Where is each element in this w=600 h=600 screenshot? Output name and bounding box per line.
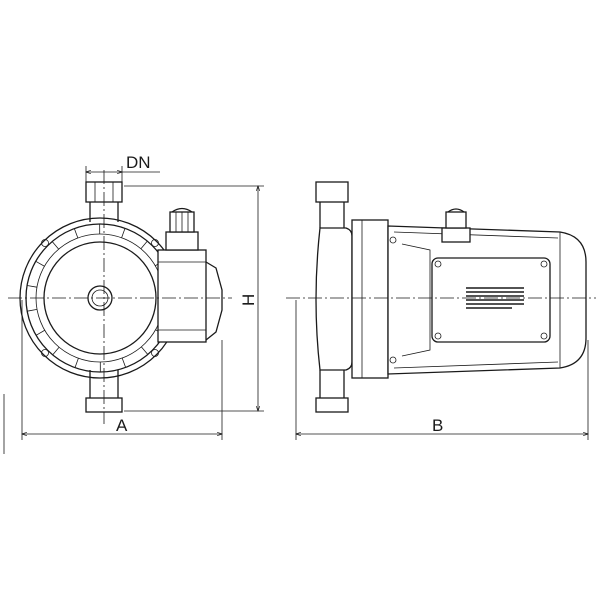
dn-label: DN bbox=[126, 153, 151, 172]
casing-rib bbox=[121, 357, 126, 368]
casing-rib bbox=[74, 228, 79, 239]
casing-rib bbox=[35, 329, 45, 336]
casing-rib bbox=[51, 241, 59, 250]
casing-rib bbox=[74, 358, 79, 368]
front-view bbox=[8, 170, 232, 424]
terminal-box bbox=[157, 207, 223, 343]
side-top-port bbox=[315, 181, 349, 203]
side-bottom-port bbox=[315, 397, 349, 413]
casing-rib bbox=[141, 346, 149, 355]
dimension-b-label: B bbox=[432, 416, 443, 435]
casing-rib bbox=[26, 285, 37, 288]
casing-rib bbox=[140, 240, 148, 250]
dimension-lines bbox=[3, 166, 588, 454]
motor-flange bbox=[351, 219, 389, 379]
casing-rib bbox=[121, 228, 126, 238]
dimension-a-label: A bbox=[116, 416, 128, 435]
casing-rib bbox=[52, 346, 60, 356]
casing-rib bbox=[27, 309, 38, 312]
side-volute bbox=[315, 227, 353, 371]
side-view bbox=[286, 181, 596, 413]
casing-rib bbox=[35, 260, 45, 267]
dimension-h-label: H bbox=[239, 294, 258, 306]
motor-vent-slots bbox=[466, 287, 524, 309]
